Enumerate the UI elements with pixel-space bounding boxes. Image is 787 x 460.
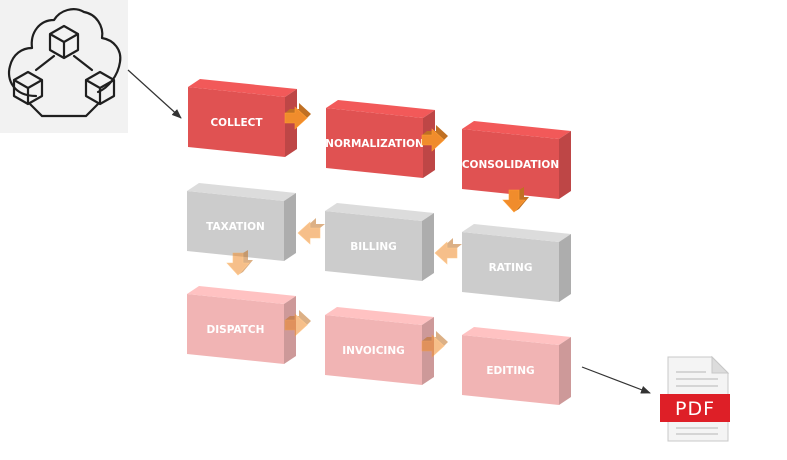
pdf-label: PDF — [675, 398, 715, 420]
stage-label-consolidation: CONSOLIDATION — [462, 159, 559, 171]
pdf-file-icon: PDF — [660, 355, 730, 442]
flow-arrow-7-icon — [284, 310, 311, 337]
stage-label-normalization: NORMALIZATION — [325, 138, 424, 150]
flow-arrow-6-icon — [226, 250, 253, 276]
stage-consolidation: CONSOLIDATION — [462, 121, 571, 199]
flow-arrow-4-icon — [434, 238, 462, 265]
flow-arrow-5-icon — [297, 218, 325, 245]
source-connector — [127, 69, 182, 119]
cloud-network-icon — [0, 0, 128, 133]
stage-label-invoicing: INVOICING — [342, 345, 405, 357]
stage-invoicing: INVOICING — [325, 307, 434, 385]
stage-taxation: TAXATION — [187, 183, 296, 261]
stage-dispatch: DISPATCH — [187, 286, 296, 364]
stage-editing: EDITING — [462, 327, 571, 405]
stage-normalization: NORMALIZATION — [325, 100, 435, 178]
stage-collect: COLLECT — [188, 79, 297, 157]
flow-arrows-layer — [226, 103, 529, 358]
output-connector — [581, 366, 651, 394]
stages-layer: COLLECT NORMALIZATION CONSOLIDATION RATING B… — [187, 79, 571, 405]
pdf-badge — [660, 394, 730, 422]
stage-label-taxation: TAXATION — [206, 221, 265, 233]
flow-arrow-3-icon — [502, 187, 529, 213]
flow-arrow-1-icon — [284, 103, 311, 130]
stage-label-billing: BILLING — [350, 241, 397, 253]
stage-label-editing: EDITING — [486, 365, 534, 377]
flow-arrow-2-icon — [421, 125, 448, 152]
flow-arrow-8-icon — [421, 331, 448, 358]
stage-rating: RATING — [462, 224, 571, 302]
stage-billing: BILLING — [325, 203, 434, 281]
stage-label-dispatch: DISPATCH — [207, 324, 265, 336]
stage-label-rating: RATING — [489, 262, 533, 274]
stage-label-collect: COLLECT — [210, 117, 263, 129]
